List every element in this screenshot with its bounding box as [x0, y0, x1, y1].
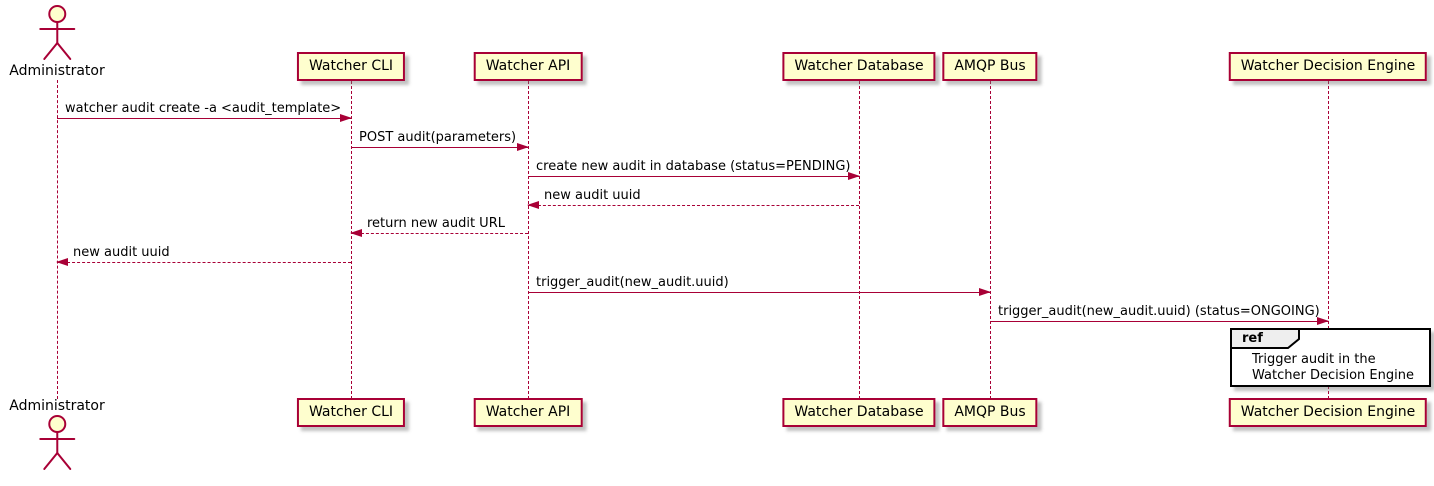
ref-pentagon-icon [1230, 328, 1300, 349]
message-label: new audit uuid [544, 188, 641, 203]
lifeline-amqp-bus [990, 81, 991, 399]
message-new-audit-uuid-db: new audit uuid [527, 188, 859, 209]
message-line [350, 229, 528, 237]
message-post-audit: POST audit(parameters) [351, 130, 529, 151]
actor-administrator-top: Administrator [9, 4, 105, 79]
participant-watcher-decision-engine-bottom: Watcher Decision Engine [1228, 398, 1428, 427]
message-line [527, 201, 859, 209]
message-trigger-audit: trigger_audit(new_audit.uuid) [528, 275, 991, 296]
participant-amqp-bus-top: AMQP Bus [942, 52, 1038, 81]
message-line [990, 317, 1329, 325]
ref-text-line-2: Watcher Decision Engine [1252, 368, 1414, 383]
message-label: trigger_audit(new_audit.uuid) (status=ON… [998, 304, 1320, 319]
message-audit-create: watcher audit create -a <audit_template> [57, 101, 352, 122]
actor-icon [39, 415, 75, 470]
lifeline-administrator [57, 80, 58, 399]
participant-watcher-database-bottom: Watcher Database [782, 398, 936, 427]
message-line [56, 258, 351, 266]
message-label: watcher audit create -a <audit_template> [65, 101, 342, 116]
arrowhead-left-icon [350, 229, 362, 237]
ref-keyword: ref [1242, 331, 1263, 346]
arrowhead-right-icon [979, 288, 991, 296]
participant-watcher-cli-top: Watcher CLI [296, 52, 406, 81]
arrowhead-left-icon [56, 258, 68, 266]
message-label: trigger_audit(new_audit.uuid) [536, 275, 729, 290]
participant-watcher-api-top: Watcher API [473, 52, 583, 81]
participant-watcher-database-top: Watcher Database [782, 52, 936, 81]
message-label: POST audit(parameters) [359, 130, 517, 145]
participant-watcher-decision-engine-top: Watcher Decision Engine [1228, 52, 1428, 81]
arrowhead-right-icon [1317, 317, 1329, 325]
lifeline-watcher-database [859, 81, 860, 399]
message-label: create new audit in database (status=PEN… [536, 159, 851, 174]
message-trigger-audit-ongoing: trigger_audit(new_audit.uuid) (status=ON… [990, 304, 1329, 325]
message-line [528, 172, 860, 180]
participant-watcher-api-bottom: Watcher API [473, 398, 583, 427]
arrowhead-right-icon [848, 172, 860, 180]
message-label: return new audit URL [367, 216, 505, 231]
message-line [351, 143, 529, 151]
ref-text: Trigger audit in the Watcher Decision En… [1232, 352, 1429, 384]
message-line [57, 114, 352, 122]
arrowhead-left-icon [527, 201, 539, 209]
ref-fragment: ref Trigger audit in the Watcher Decisio… [1230, 328, 1431, 387]
arrowhead-right-icon [340, 114, 352, 122]
actor-label: Administrator [9, 63, 105, 79]
lifeline-watcher-cli [351, 81, 352, 399]
arrowhead-right-icon [517, 143, 529, 151]
message-line [528, 288, 991, 296]
lifeline-watcher-api [528, 81, 529, 399]
ref-text-line-1: Trigger audit in the [1252, 352, 1376, 367]
actor-administrator-bottom: Administrator [9, 397, 105, 472]
message-return-audit-url: return new audit URL [350, 216, 528, 237]
message-label: new audit uuid [73, 245, 170, 260]
message-new-audit-uuid-admin: new audit uuid [56, 245, 351, 266]
actor-label: Administrator [9, 398, 105, 414]
participant-amqp-bus-bottom: AMQP Bus [942, 398, 1038, 427]
actor-icon [39, 5, 75, 60]
message-create-audit-db: create new audit in database (status=PEN… [528, 159, 860, 180]
participant-watcher-cli-bottom: Watcher CLI [296, 398, 406, 427]
lifeline-watcher-decision-engine [1328, 81, 1329, 399]
